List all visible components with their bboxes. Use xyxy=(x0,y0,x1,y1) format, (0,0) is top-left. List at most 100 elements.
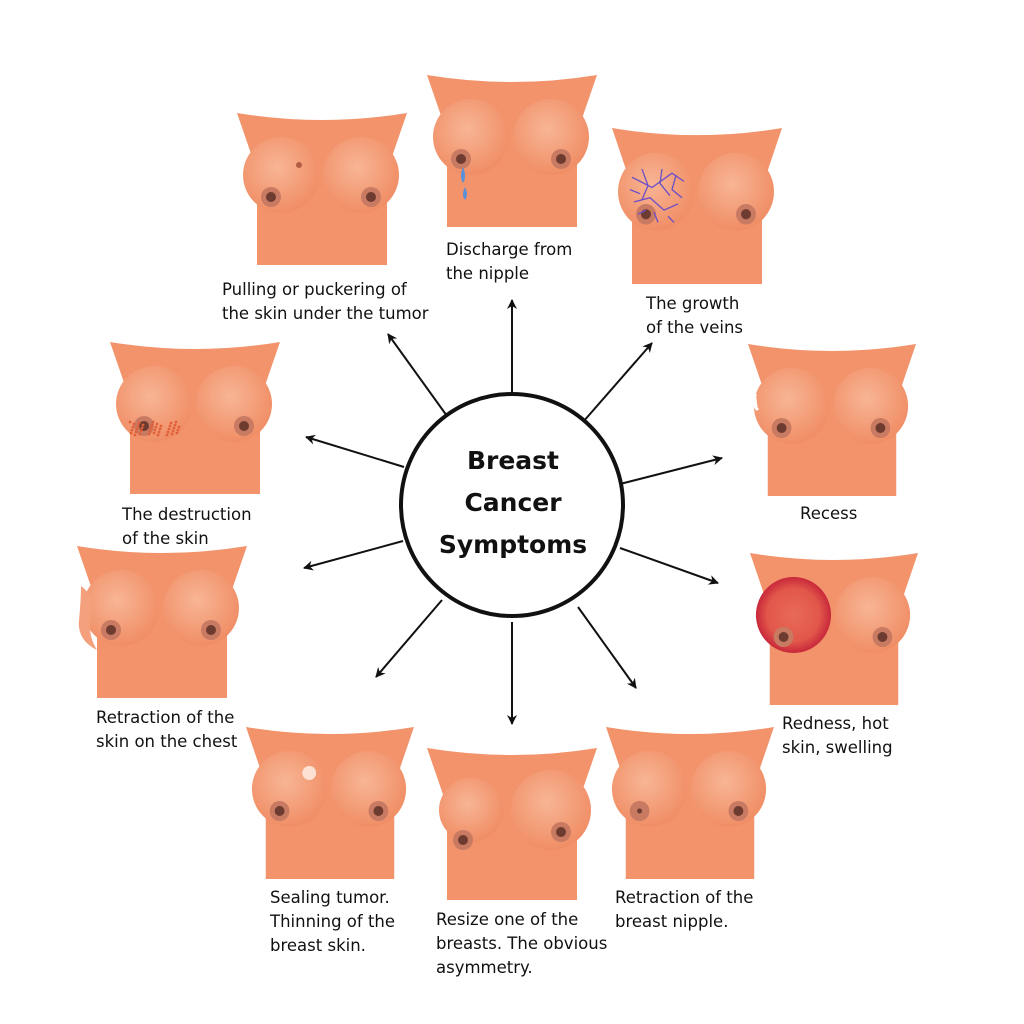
breast-left xyxy=(753,368,830,444)
caption-line: Retraction of the xyxy=(615,888,754,907)
caption-line: Pulling or puckering of xyxy=(222,280,407,299)
arrow-10 xyxy=(387,333,448,417)
caption-line: asymmetry. xyxy=(436,958,533,977)
skin-destruction-patch xyxy=(128,420,181,437)
arrow-8 xyxy=(303,540,404,571)
tumor-lump xyxy=(302,766,317,780)
torso-asymmetry xyxy=(427,748,597,900)
breast-left xyxy=(439,778,503,842)
center-title: Breast Cancer Symptoms xyxy=(400,440,626,566)
torso-puckering xyxy=(237,113,407,265)
nipple-right xyxy=(875,423,886,433)
arrow-7 xyxy=(375,599,443,678)
discharge-drop-1 xyxy=(461,167,465,183)
nipple-left xyxy=(106,625,116,635)
arrow-4 xyxy=(619,547,719,585)
nipple-right xyxy=(239,421,249,431)
center-title-line-2: Cancer xyxy=(464,488,562,517)
breast-right xyxy=(513,99,589,175)
nipple-left xyxy=(139,421,149,431)
caption-sealing-tumor: Sealing tumor. Thinning of the breast skin… xyxy=(270,886,395,958)
breast-right xyxy=(196,366,272,442)
caption-line: skin on the chest xyxy=(96,732,238,751)
caption-veins: The growth of the veins xyxy=(646,292,743,340)
nipple-left xyxy=(456,154,466,164)
caption-line: the skin under the tumor xyxy=(222,304,429,323)
torso-sealing-tumor xyxy=(246,727,414,879)
nipple-right xyxy=(366,192,376,202)
torso-skin-destruction xyxy=(110,342,280,494)
breast-right xyxy=(834,577,911,653)
caption-line: Thinning of the xyxy=(270,912,396,931)
torso-veins xyxy=(612,128,782,284)
breast-right xyxy=(163,570,239,646)
breast-left xyxy=(433,99,509,175)
caption-line: Redness, hot xyxy=(782,714,889,733)
nipple-left xyxy=(778,632,789,642)
caption-recess: Recess xyxy=(800,502,857,526)
torsos-group xyxy=(77,75,918,900)
center-title-line-1: Breast xyxy=(466,446,560,475)
caption-puckering: Pulling or puckering of the skin under th… xyxy=(222,278,429,326)
caption-nipple-retraction: Retraction of the breast nipple. xyxy=(615,886,753,934)
breast-left xyxy=(243,137,319,213)
nipple-left xyxy=(458,835,468,845)
caption-line: the nipple xyxy=(446,264,530,283)
arrow-2 xyxy=(582,342,653,423)
caption-skin-destruction: The destruction of the skin xyxy=(122,503,252,551)
caption-line: breast skin. xyxy=(270,936,366,955)
caption-line: Discharge from xyxy=(446,240,573,259)
torso-redness xyxy=(750,553,918,705)
recess-dent xyxy=(751,393,759,412)
breast-right xyxy=(698,152,774,231)
caption-line: skin, swelling xyxy=(782,738,893,757)
breast-right xyxy=(330,751,407,827)
breast-right xyxy=(690,751,767,827)
nipple-right xyxy=(733,806,744,816)
torso-discharge xyxy=(427,75,597,227)
caption-line: breast nipple. xyxy=(615,912,729,931)
nipple-right xyxy=(373,806,384,816)
caption-asymmetry: Resize one of the breasts. The obvious asy… xyxy=(436,908,607,980)
breast-right xyxy=(832,368,909,444)
arrow-9 xyxy=(305,434,405,468)
nipple-right xyxy=(741,209,751,220)
arrows-group xyxy=(303,299,723,725)
caption-discharge: Discharge from the nipple xyxy=(446,238,572,286)
breast-right xyxy=(323,137,399,213)
pucker-spot xyxy=(296,162,302,168)
nipple-left xyxy=(637,808,643,814)
caption-line: Resize one of the xyxy=(436,910,579,929)
nipple-right xyxy=(206,625,216,635)
nipple-right xyxy=(877,632,888,642)
breast-right xyxy=(511,770,591,850)
center-title-line-3: Symptoms xyxy=(438,530,588,559)
nipple-left xyxy=(776,423,787,433)
nipple-right xyxy=(556,154,566,164)
torso-nipple-retraction xyxy=(606,727,774,879)
caption-line: The growth xyxy=(646,294,740,313)
discharge-drop-2 xyxy=(463,187,467,200)
caption-line: breasts. The obvious xyxy=(436,934,608,953)
torso-chest-retraction xyxy=(77,546,247,698)
breast-left xyxy=(251,751,328,827)
arrow-3 xyxy=(619,455,723,485)
nipple-right xyxy=(556,827,566,837)
caption-line: of the veins xyxy=(646,318,744,337)
caption-line: The destruction xyxy=(122,505,252,524)
breast-left xyxy=(611,751,688,827)
veins-pattern xyxy=(629,168,685,223)
chest-retraction-fold xyxy=(78,586,97,650)
caption-line: of the skin xyxy=(122,529,209,548)
center-circle xyxy=(399,392,625,618)
breast-left xyxy=(755,577,832,653)
nipple-left xyxy=(274,806,285,816)
caption-line: Recess xyxy=(800,504,858,523)
caption-redness: Redness, hot skin, swelling xyxy=(782,712,893,760)
breast-left xyxy=(83,570,159,646)
arrow-5 xyxy=(577,606,637,689)
caption-line: Sealing tumor. xyxy=(270,888,390,907)
nipple-left xyxy=(266,192,276,202)
